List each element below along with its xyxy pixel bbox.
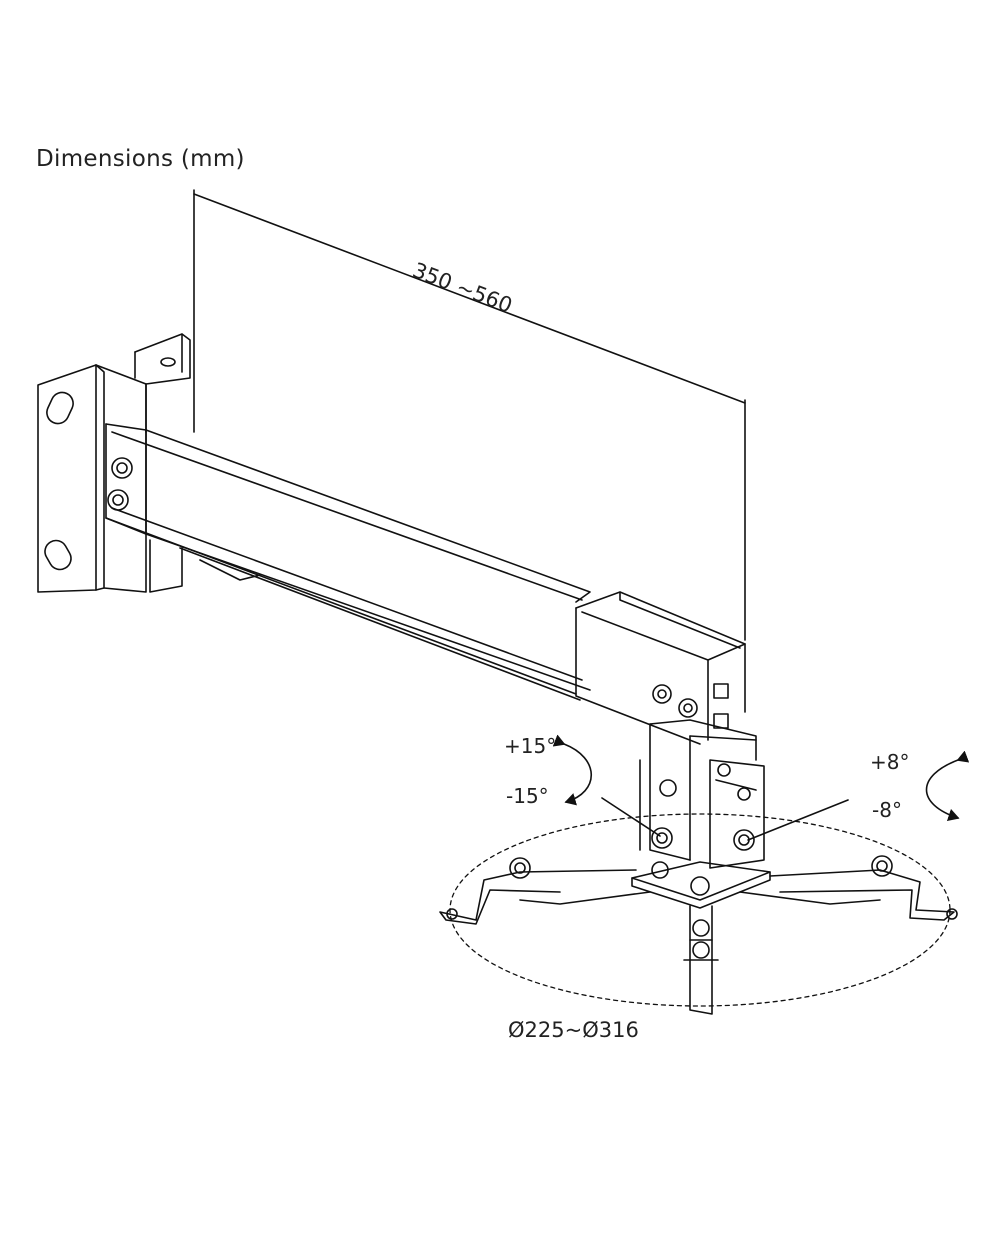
inner-arm-tube [575,591,746,745]
swivel-positive-label: +8° [870,750,910,774]
grip-range-ellipse [449,813,951,1007]
swivel-rotation-arrow [747,750,970,841]
projector-spider [439,855,958,1015]
tilt-negative-label: -15° [506,784,549,808]
length-dimension-line [193,189,746,641]
wall-bracket [134,333,191,593]
outer-arm-tube [105,423,591,701]
swivel-negative-label: -8° [872,798,902,822]
diagram-title: Dimensions (mm) [36,146,245,172]
grip-diameter-label: Ø225~Ø316 [508,1018,639,1042]
tilt-positive-label: +15° [504,734,557,758]
wall-plate [37,364,147,593]
tilt-rotation-arrow [552,734,661,837]
swivel-head [639,719,765,869]
